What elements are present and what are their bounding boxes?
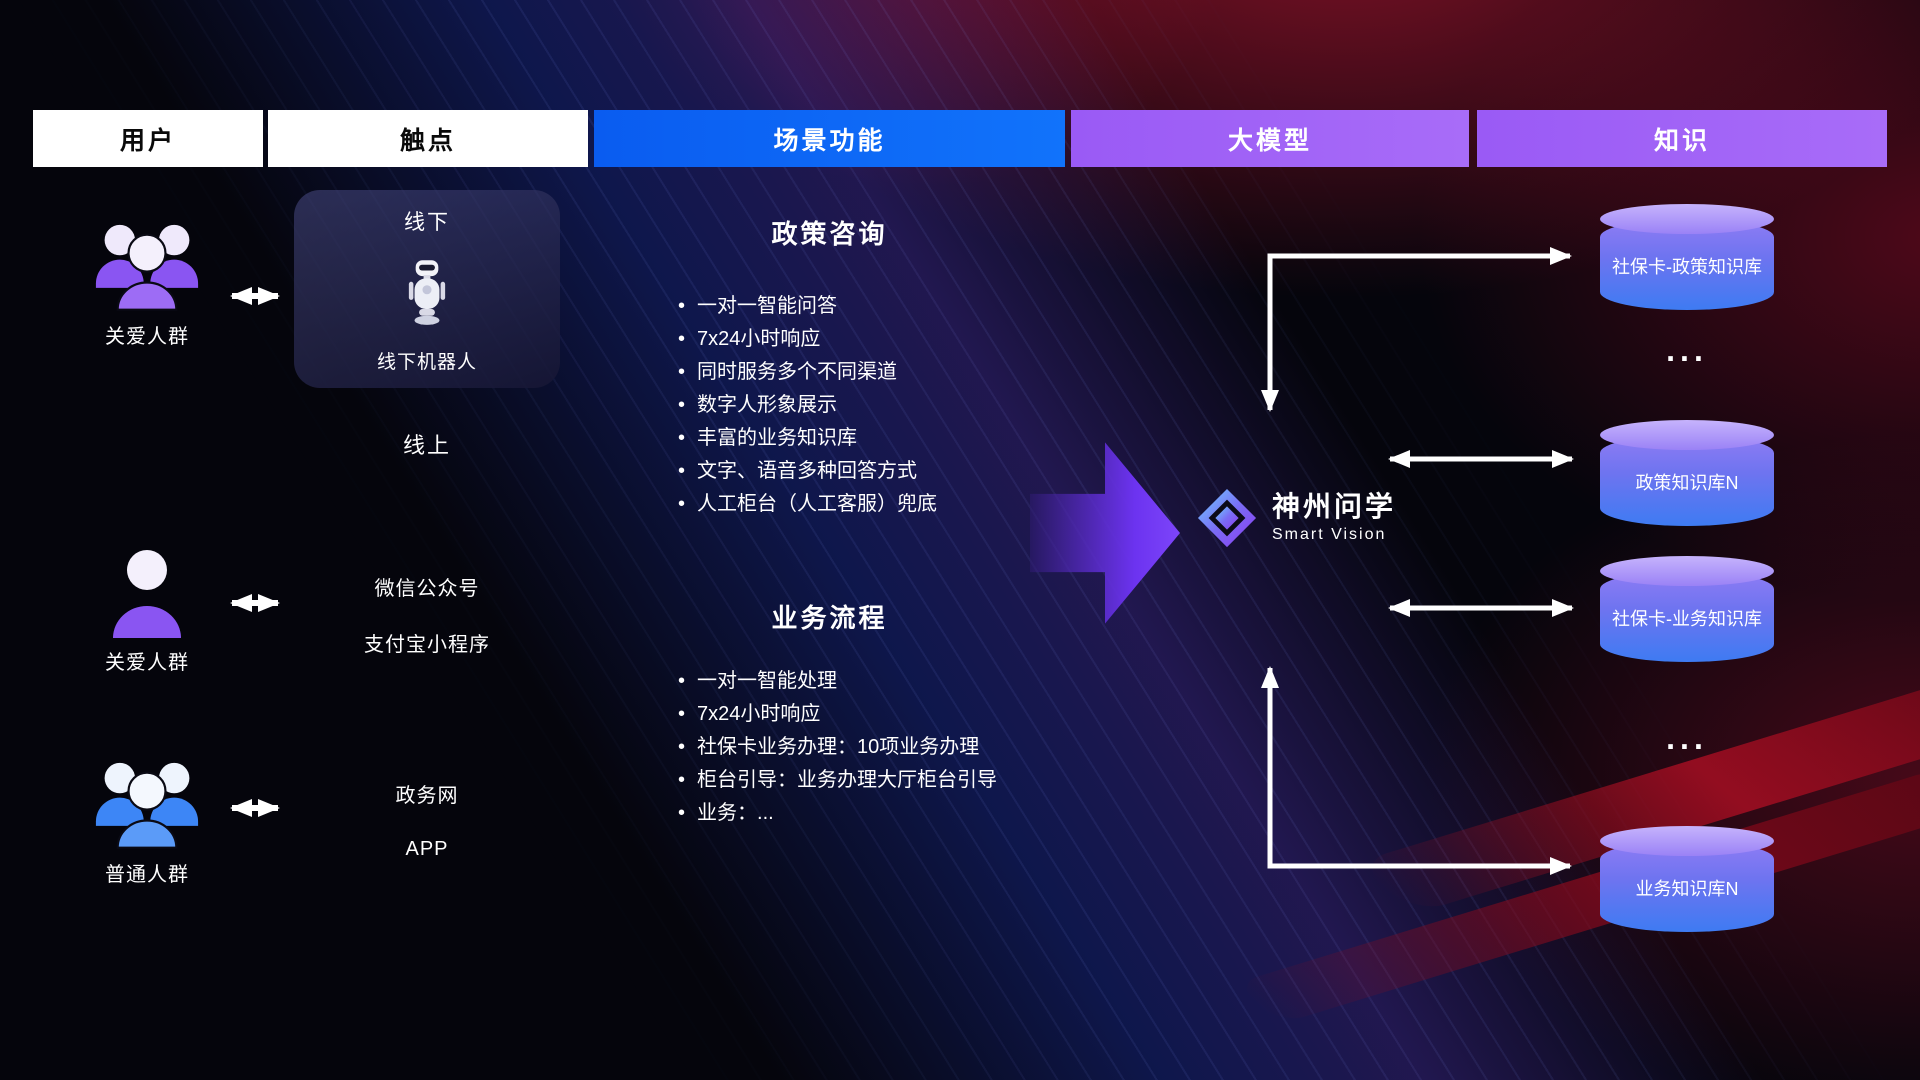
knowledge-db-cylinder: 政策知识库N <box>1600 420 1774 526</box>
knowledge-db-label: 社保卡-业务知识库 <box>1612 609 1762 630</box>
knowledge-db-cylinder: 社保卡-业务知识库 <box>1600 556 1774 662</box>
user-group-general: 普通人群 <box>72 752 222 887</box>
column-header-label: 用户 <box>119 126 176 155</box>
channel-alipay: 支付宝小程序 <box>364 634 490 656</box>
database-icon <box>1600 204 1774 234</box>
user-single-care: 关爱人群 <box>72 544 222 675</box>
channel-wechat: 微信公众号 <box>374 578 480 600</box>
elbow-arrow-logo-to-kb4 <box>1261 666 1572 875</box>
ellipsis-more-dbs: ... <box>1666 332 1708 368</box>
column-header-label: 大模型 <box>1227 126 1312 155</box>
diamond-logo-icon <box>1197 488 1257 548</box>
database-icon <box>1600 420 1774 450</box>
feature-item: 数字人形象展示 <box>678 389 937 422</box>
business-process-title: 业务流程 <box>771 603 888 633</box>
feature-item: 柜台引导：业务办理大厅柜台引导 <box>678 764 997 797</box>
feature-item: 7x24小时响应 <box>678 323 937 356</box>
feature-item: 一对一智能处理 <box>678 665 997 698</box>
user-icon <box>113 550 181 638</box>
offline-title: 线下 <box>404 211 450 234</box>
column-header-touchpoints: 触点 <box>268 110 588 167</box>
offline-touchpoint-card: 线下 线下机器人 <box>294 190 560 388</box>
user-group-care: 关爱人群 <box>72 214 222 349</box>
column-header-label: 知识 <box>1653 126 1710 155</box>
column-header-large-model: 大模型 <box>1071 110 1469 167</box>
brand-logo: 神州问学 Smart Vision <box>1196 487 1396 549</box>
column-header-knowledge: 知识 <box>1477 110 1887 167</box>
knowledge-db-label: 政策知识库N <box>1635 473 1739 494</box>
channel-gov-web: 政务网 <box>395 785 459 807</box>
ellipsis-more-dbs: ... <box>1666 720 1708 756</box>
policy-consulting-title: 政策咨询 <box>771 219 888 249</box>
user-group-label: 关爱人群 <box>105 326 189 348</box>
policy-feature-list: 一对一智能问答 7x24小时响应 同时服务多个不同渠道 数字人形象展示 丰富的业… <box>678 290 937 521</box>
brand-subtitle: Smart Vision <box>1272 525 1387 543</box>
feature-item: 同时服务多个不同渠道 <box>678 356 937 389</box>
user-group-label: 普通人群 <box>105 864 189 886</box>
column-header-scene-functions: 场景功能 <box>594 110 1065 167</box>
feature-item: 文字、语音多种回答方式 <box>678 455 937 488</box>
robot-icon <box>408 259 446 325</box>
users-group-icon <box>95 762 199 849</box>
column-header-label: 场景功能 <box>773 126 886 155</box>
brand-name: 神州问学 <box>1272 491 1397 523</box>
feature-item: 一对一智能问答 <box>678 290 937 323</box>
knowledge-db-cylinder: 社保卡-政策知识库 <box>1600 204 1774 310</box>
knowledge-db-label: 业务知识库N <box>1635 879 1739 900</box>
column-header-label: 触点 <box>399 126 456 155</box>
feature-item: 人工柜台（人工客服）兜底 <box>678 488 937 521</box>
offline-robot-label: 线下机器人 <box>376 352 477 373</box>
elbow-arrow-logo-to-kb1 <box>1261 247 1572 412</box>
channel-app: APP <box>405 838 449 860</box>
business-feature-list: 一对一智能处理 7x24小时响应 社保卡业务办理：10项业务办理 柜台引导：业务… <box>678 665 997 830</box>
feature-item: 业务：... <box>678 797 997 830</box>
brand-text: 神州问学 Smart Vision <box>1272 491 1397 544</box>
column-header-users: 用户 <box>33 110 263 167</box>
knowledge-db-cylinder: 业务知识库N <box>1600 826 1774 932</box>
user-group-label: 关爱人群 <box>105 652 189 674</box>
database-icon <box>1600 556 1774 586</box>
users-group-icon <box>95 224 199 311</box>
feature-item: 丰富的业务知识库 <box>678 422 937 455</box>
knowledge-db-label: 社保卡-政策知识库 <box>1612 257 1762 278</box>
online-title: 线上 <box>402 433 451 458</box>
feature-item: 7x24小时响应 <box>678 698 997 731</box>
feature-item: 社保卡业务办理：10项业务办理 <box>678 731 997 764</box>
database-icon <box>1600 826 1774 856</box>
